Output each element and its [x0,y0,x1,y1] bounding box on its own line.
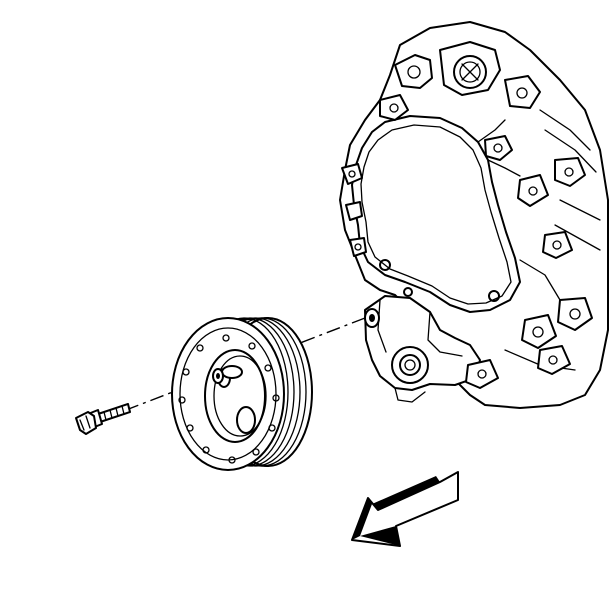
engine-front-cover-icon [339,21,609,409]
front-direction-arrow-icon [351,471,459,547]
balancer-bolt-icon [75,403,131,435]
crankshaft-balancer-pulley-icon [171,317,313,471]
